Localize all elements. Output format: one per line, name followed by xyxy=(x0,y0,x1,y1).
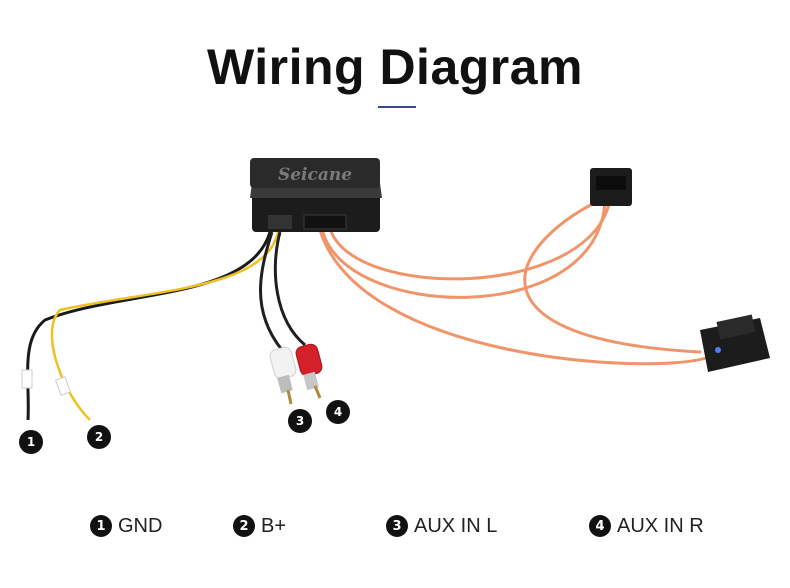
legend-label-bplus: B+ xyxy=(261,514,287,537)
device-box: Seicane xyxy=(250,158,382,232)
fiber-wire-outer-b xyxy=(328,198,612,281)
legend-badge-4: 4 xyxy=(589,515,611,537)
legend-badge-1: 1 xyxy=(90,515,112,537)
connector-upper xyxy=(590,168,632,206)
marker-1-number: 1 xyxy=(27,435,35,449)
legend-badge-2: 2 xyxy=(233,515,255,537)
fiber-wire-inner-a xyxy=(318,228,708,366)
marker-4: 4 xyxy=(326,400,350,424)
bplus-wire xyxy=(50,231,280,421)
marker-2-number: 2 xyxy=(95,430,103,444)
legend-item-gnd: 1 GND xyxy=(90,514,162,538)
device-brand: Seicane xyxy=(278,165,352,185)
marker-4-number: 4 xyxy=(334,405,342,419)
legend-item-aux-in-r: 4 AUX IN R xyxy=(589,514,704,538)
fiber-wire-outer-a xyxy=(320,198,607,299)
marker-2: 2 xyxy=(87,425,111,449)
legend-item-aux-in-l: 3 AUX IN L xyxy=(386,514,497,538)
fiber-wire-inner-b xyxy=(523,198,702,354)
title-underline xyxy=(378,106,416,108)
legend-label-gnd: GND xyxy=(118,514,163,537)
fiber-wires xyxy=(318,198,708,366)
rca-right-plug xyxy=(295,343,323,399)
page-title: Wiring Diagram xyxy=(206,39,584,95)
marker-1: 1 xyxy=(19,430,43,454)
audio-wire-left xyxy=(259,231,284,351)
legend-label-aux-in-r: AUX IN R xyxy=(617,514,704,537)
legend-label-aux-in-l: AUX IN L xyxy=(414,514,498,537)
audio-wire-right xyxy=(273,231,306,347)
legend-badge-3: 3 xyxy=(386,515,408,537)
connector-lower xyxy=(700,314,770,372)
marker-3: 3 xyxy=(288,409,312,433)
marker-3-number: 3 xyxy=(296,414,304,428)
rca-left-plug xyxy=(269,346,297,405)
legend-item-bplus: 2 B+ xyxy=(233,514,286,538)
